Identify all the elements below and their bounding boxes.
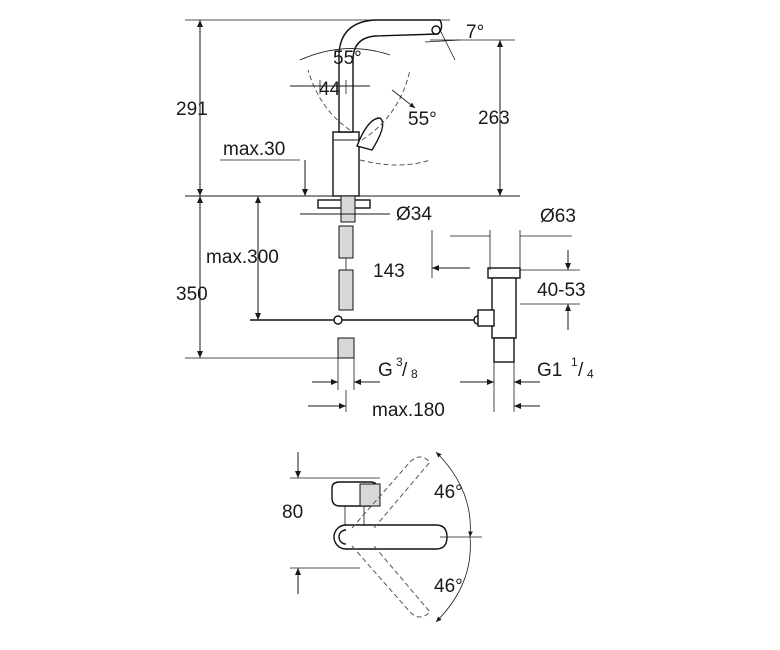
- rod-knob: [333, 315, 343, 325]
- supply-hose-upper: [338, 225, 354, 259]
- waste-thread-den: 4: [587, 367, 594, 381]
- deck-thickness-label: max.30: [223, 139, 285, 160]
- waste-diameter-label: Ø63: [540, 206, 576, 227]
- spout-ghost-up: [351, 456, 431, 529]
- spout: [338, 19, 443, 133]
- top-view: 80 46° 46°: [282, 451, 482, 623]
- spout-top-view: [346, 524, 448, 550]
- inlet-thread-slash: /: [402, 360, 408, 381]
- top-body-lever: [359, 483, 381, 507]
- lever-ghost-side: [359, 159, 431, 166]
- waste-connector: [477, 309, 495, 327]
- lever-angle-front-label: 55°: [408, 109, 437, 130]
- below-deck-label: 350: [176, 284, 208, 305]
- inlet-thread-base: G: [378, 360, 393, 381]
- waste-flange: [487, 267, 521, 279]
- lever-ghost-back: [307, 69, 351, 131]
- inlet-thread-num: 3: [396, 355, 403, 369]
- waste-tail: [493, 337, 515, 363]
- side-view: 291 263 55° 55° 7° 44: [176, 19, 594, 421]
- lever-offset-label: 44: [319, 79, 341, 100]
- swivel-angle-down-label: 46°: [434, 576, 463, 597]
- spout-aerator: [431, 25, 441, 35]
- waste-thread-num: 1: [571, 355, 578, 369]
- angle-55-arc-top: [299, 48, 391, 61]
- lever-ghost-front: [361, 69, 411, 141]
- spout-ghost-down: [351, 545, 431, 618]
- swivel-angle-up-label: 46°: [434, 482, 463, 503]
- swivel-arc-up: [435, 451, 473, 538]
- overall-height-label: 291: [176, 99, 208, 120]
- waste-body: [491, 277, 517, 339]
- spout-tilt-label: 7°: [466, 22, 484, 43]
- inlet-thread-den: 8: [411, 367, 418, 381]
- lever-angle-back-label: 55°: [333, 48, 362, 69]
- waste-offset-label: 143: [373, 261, 405, 282]
- mounting-stud: [340, 195, 356, 223]
- waste-reach-label: max.180: [372, 400, 445, 421]
- inlet-connector: [337, 337, 355, 359]
- waste-range-label: 40-53: [537, 280, 586, 301]
- waste-thread-slash: /: [578, 360, 584, 381]
- base-diameter-label: Ø34: [396, 204, 432, 225]
- spout-height-label: 263: [478, 108, 510, 129]
- flexible-length-label: max.300: [206, 247, 279, 268]
- supply-hose-lower: [338, 269, 354, 311]
- waste-thread-base: G1: [537, 360, 562, 381]
- depth-label: 80: [282, 502, 303, 523]
- spout-tilt-line: [439, 29, 456, 61]
- swivel-arc-down: [435, 536, 471, 623]
- faucet-body: [332, 131, 360, 197]
